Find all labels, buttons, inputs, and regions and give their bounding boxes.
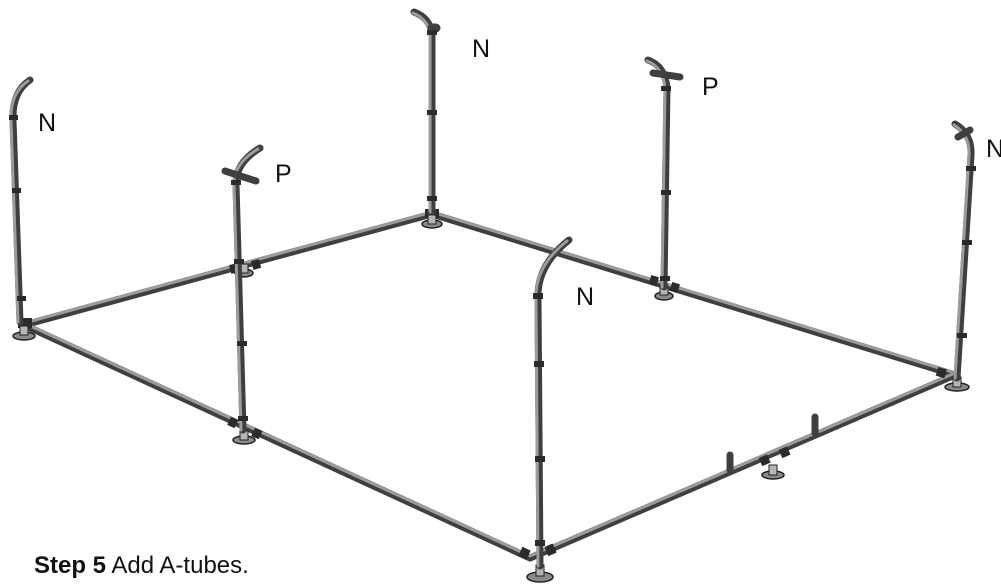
label-left-mid: P — [275, 160, 292, 188]
upright-back-left-n — [9, 76, 34, 326]
upright-right-p — [644, 56, 684, 291]
part-labels: N N N N P P — [38, 35, 1001, 311]
rail-front-right — [526, 371, 959, 562]
rail-front-left — [20, 321, 534, 562]
base-frame — [20, 210, 959, 562]
upright-back-right-n — [951, 120, 976, 382]
label-back-center: N — [472, 35, 490, 63]
label-back-left: N — [38, 109, 56, 137]
label-back-right: N — [986, 135, 1001, 163]
upright-front-center-n — [533, 236, 573, 570]
rail-back-right — [428, 210, 959, 379]
upright-back-center-n — [410, 8, 441, 216]
step-caption: Step 5 Add A-tubes. — [34, 552, 249, 580]
step-instruction: Add A-tubes. — [106, 552, 249, 579]
rail-stubs — [726, 413, 819, 474]
feet — [12, 214, 970, 583]
rail-back-left — [20, 210, 436, 329]
label-right-mid: P — [702, 73, 719, 101]
step-number: Step 5 — [34, 552, 107, 579]
rail-joints — [18, 209, 947, 560]
label-front-center: N — [576, 283, 594, 311]
upright-left-p — [221, 144, 264, 434]
